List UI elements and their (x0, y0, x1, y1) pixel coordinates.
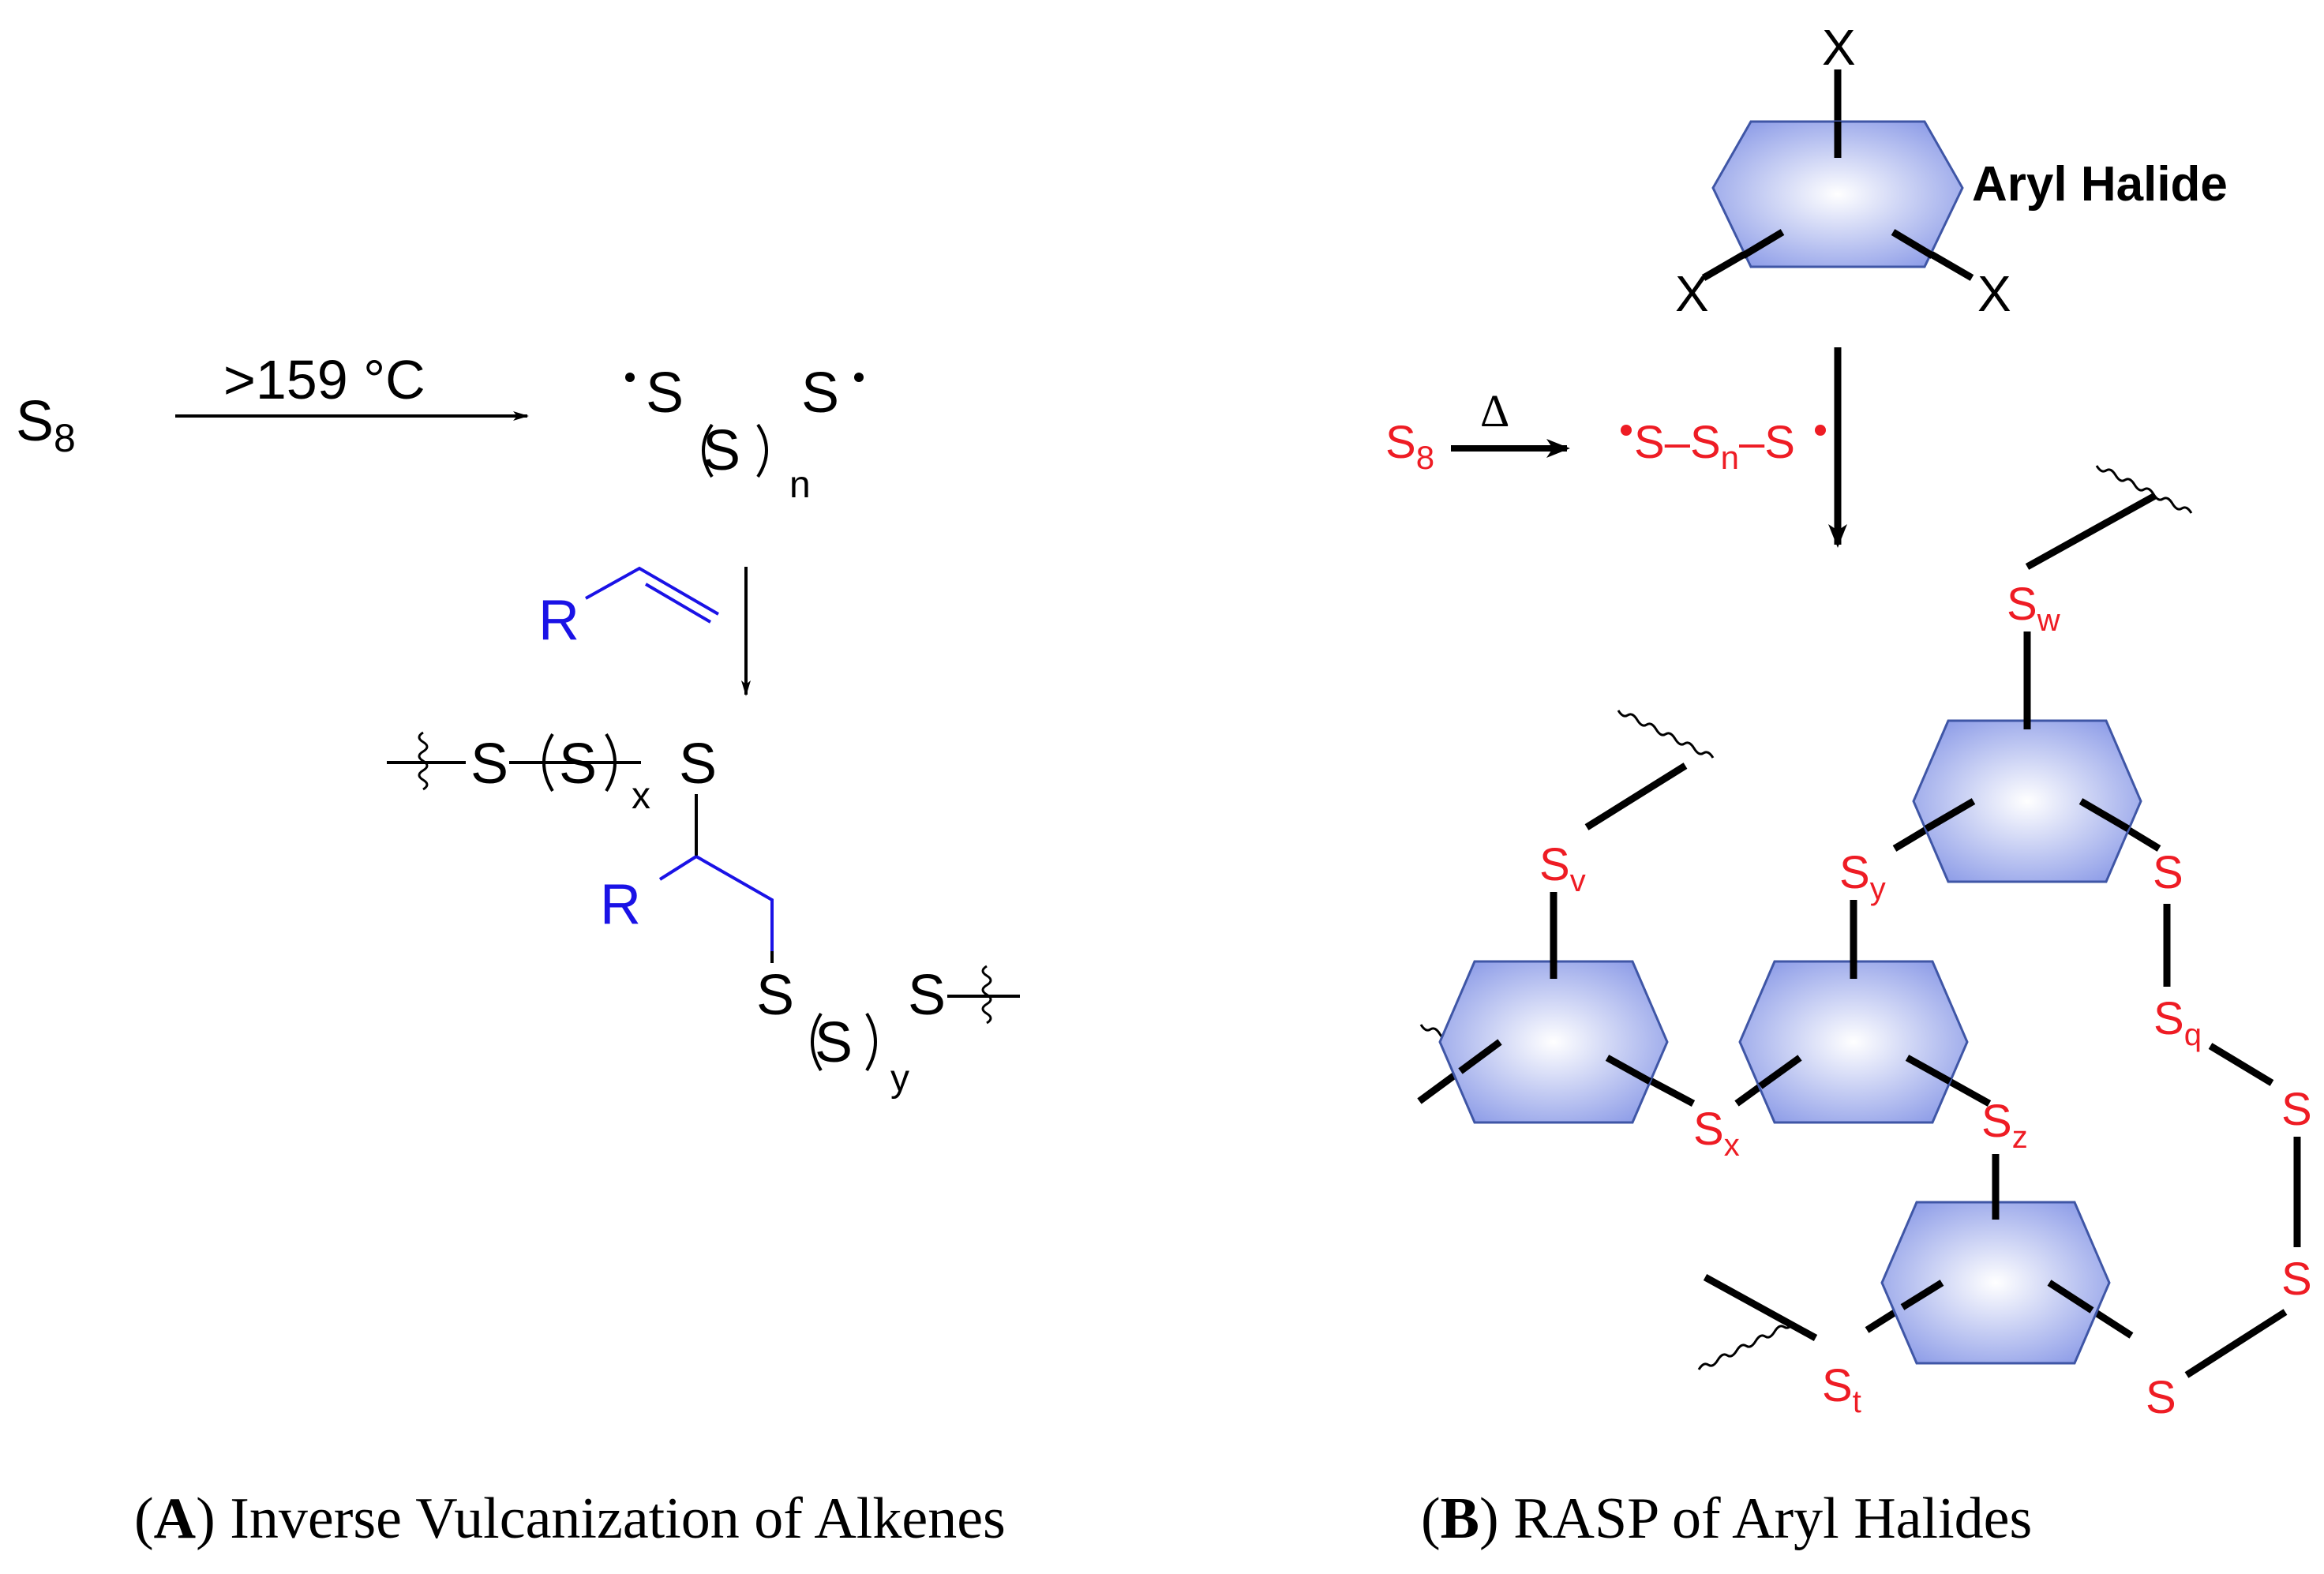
paren-right (865, 1012, 877, 1072)
radical-dot-left (625, 373, 635, 382)
polymer-network: Sw Sv Sy Sx Sz Sq St S S S S S (1417, 465, 2312, 1423)
sulfur-diradical: S S n S (625, 362, 864, 506)
label-sw: Sw (2007, 579, 2060, 638)
benzene-ring-3 (1738, 960, 1969, 1124)
polymer-s1: S (470, 733, 508, 796)
x-bond-right-inner (1891, 229, 1935, 259)
paren-left (702, 423, 714, 478)
wavy-end-st (1697, 1321, 1795, 1370)
paren-right (756, 423, 768, 478)
label-s-chain-1: S (2153, 847, 2183, 898)
bond-stub (1605, 1055, 1652, 1085)
bond-sv-cap (1584, 763, 1688, 830)
paren-right (605, 733, 617, 793)
radical-dot-left (1621, 425, 1632, 436)
benzene-ring-monomer (1711, 120, 1964, 268)
label-sy: Sy (1839, 847, 1886, 906)
bond-stub (2047, 1280, 2094, 1314)
diradical-s-left: S (646, 362, 684, 425)
aryl-halide-monomer: X X X Aryl Halide (1675, 19, 2228, 322)
wavy-end-sw (2095, 465, 2193, 514)
caption-panel-a: (A) Inverse Vulcanization of Alkenes (134, 1486, 1006, 1551)
bond-stub (1900, 1280, 1944, 1310)
bond-stub (1905, 1055, 1952, 1085)
polymer-s4: S (756, 964, 794, 1027)
alkene-monomer: R (538, 566, 720, 652)
diradical-subscript-n: n (789, 464, 811, 506)
bond-st-cap (1703, 1274, 1818, 1341)
diradical-s-right: S (801, 362, 839, 425)
polymer-s6: S (908, 964, 946, 1027)
polymer-r-group: R (600, 873, 641, 936)
bond-sw-cap (2025, 493, 2157, 570)
bond-stub (1458, 1039, 1502, 1074)
panel-b: X X X Aryl Halide S8 Δ S–Sn–S (1385, 19, 2312, 1551)
label-sv: Sv (1539, 839, 1586, 898)
benzene-ring-2 (1438, 960, 1669, 1124)
label-s-chain-3: S (2281, 1254, 2312, 1305)
label-st: St (1822, 1360, 1861, 1419)
bond-stub (2078, 798, 2131, 832)
label-sz: Sz (1981, 1096, 2028, 1155)
bond-stub (1758, 1055, 1802, 1089)
halide-x-right: X (1977, 265, 2011, 322)
x-bond-left-inner (1741, 229, 1785, 259)
polymer-s5: S (815, 1011, 853, 1074)
aryl-halide-label: Aryl Halide (1972, 157, 2228, 212)
paren-left (542, 733, 554, 793)
bond-sq-s (2208, 1043, 2274, 1086)
label-sq: Sq (2153, 993, 2202, 1052)
alkene-r-group: R (538, 589, 579, 652)
halide-x-left: X (1675, 265, 1709, 322)
bond-stub (1924, 798, 1976, 832)
s8-reactant-label: S8 (16, 390, 76, 460)
benzene-ring-4 (1880, 1201, 2111, 1365)
heat-delta: Δ (1480, 385, 1509, 437)
benzene-ring-1 (1912, 719, 2142, 883)
alkene-double-bond (644, 583, 712, 624)
r-substituent-bond (658, 855, 698, 881)
radical-dot-right (854, 373, 864, 382)
wavy-end-sv (1617, 710, 1715, 759)
polysulfide-polymer: S S x S R S S y S (387, 731, 1020, 1100)
label-s-chain-2: S (2281, 1084, 2312, 1135)
halide-x-top: X (1822, 19, 1856, 76)
sulfur-diradical-b: S–Sn–S (1621, 417, 1826, 476)
bond-s-s-diag (2184, 1309, 2288, 1378)
radical-dot-right (1815, 425, 1826, 436)
paren-left (811, 1012, 823, 1072)
panel-a: S8 >159 °C S S n S R S S (16, 349, 1020, 1551)
polymer-s2: S (559, 733, 597, 796)
temperature-condition: >159 °C (223, 349, 425, 410)
wavy-bond-left (418, 731, 429, 791)
s8-reactant-red: S8 (1385, 417, 1434, 476)
label-s-chain-5: S (2146, 1372, 2176, 1423)
caption-panel-b: (B) RASP of Aryl Halides (1421, 1486, 2032, 1551)
polymer-subscript-y: y (890, 1058, 909, 1100)
polymer-subscript-x: x (632, 775, 650, 817)
wavy-bond-right (981, 965, 992, 1025)
alkyl-backbone (695, 855, 774, 951)
alkene-bond (585, 566, 720, 616)
polymer-s3: S (679, 733, 717, 796)
diradical-b-text: S–Sn–S (1634, 417, 1795, 476)
label-sx: Sx (1693, 1104, 1740, 1163)
